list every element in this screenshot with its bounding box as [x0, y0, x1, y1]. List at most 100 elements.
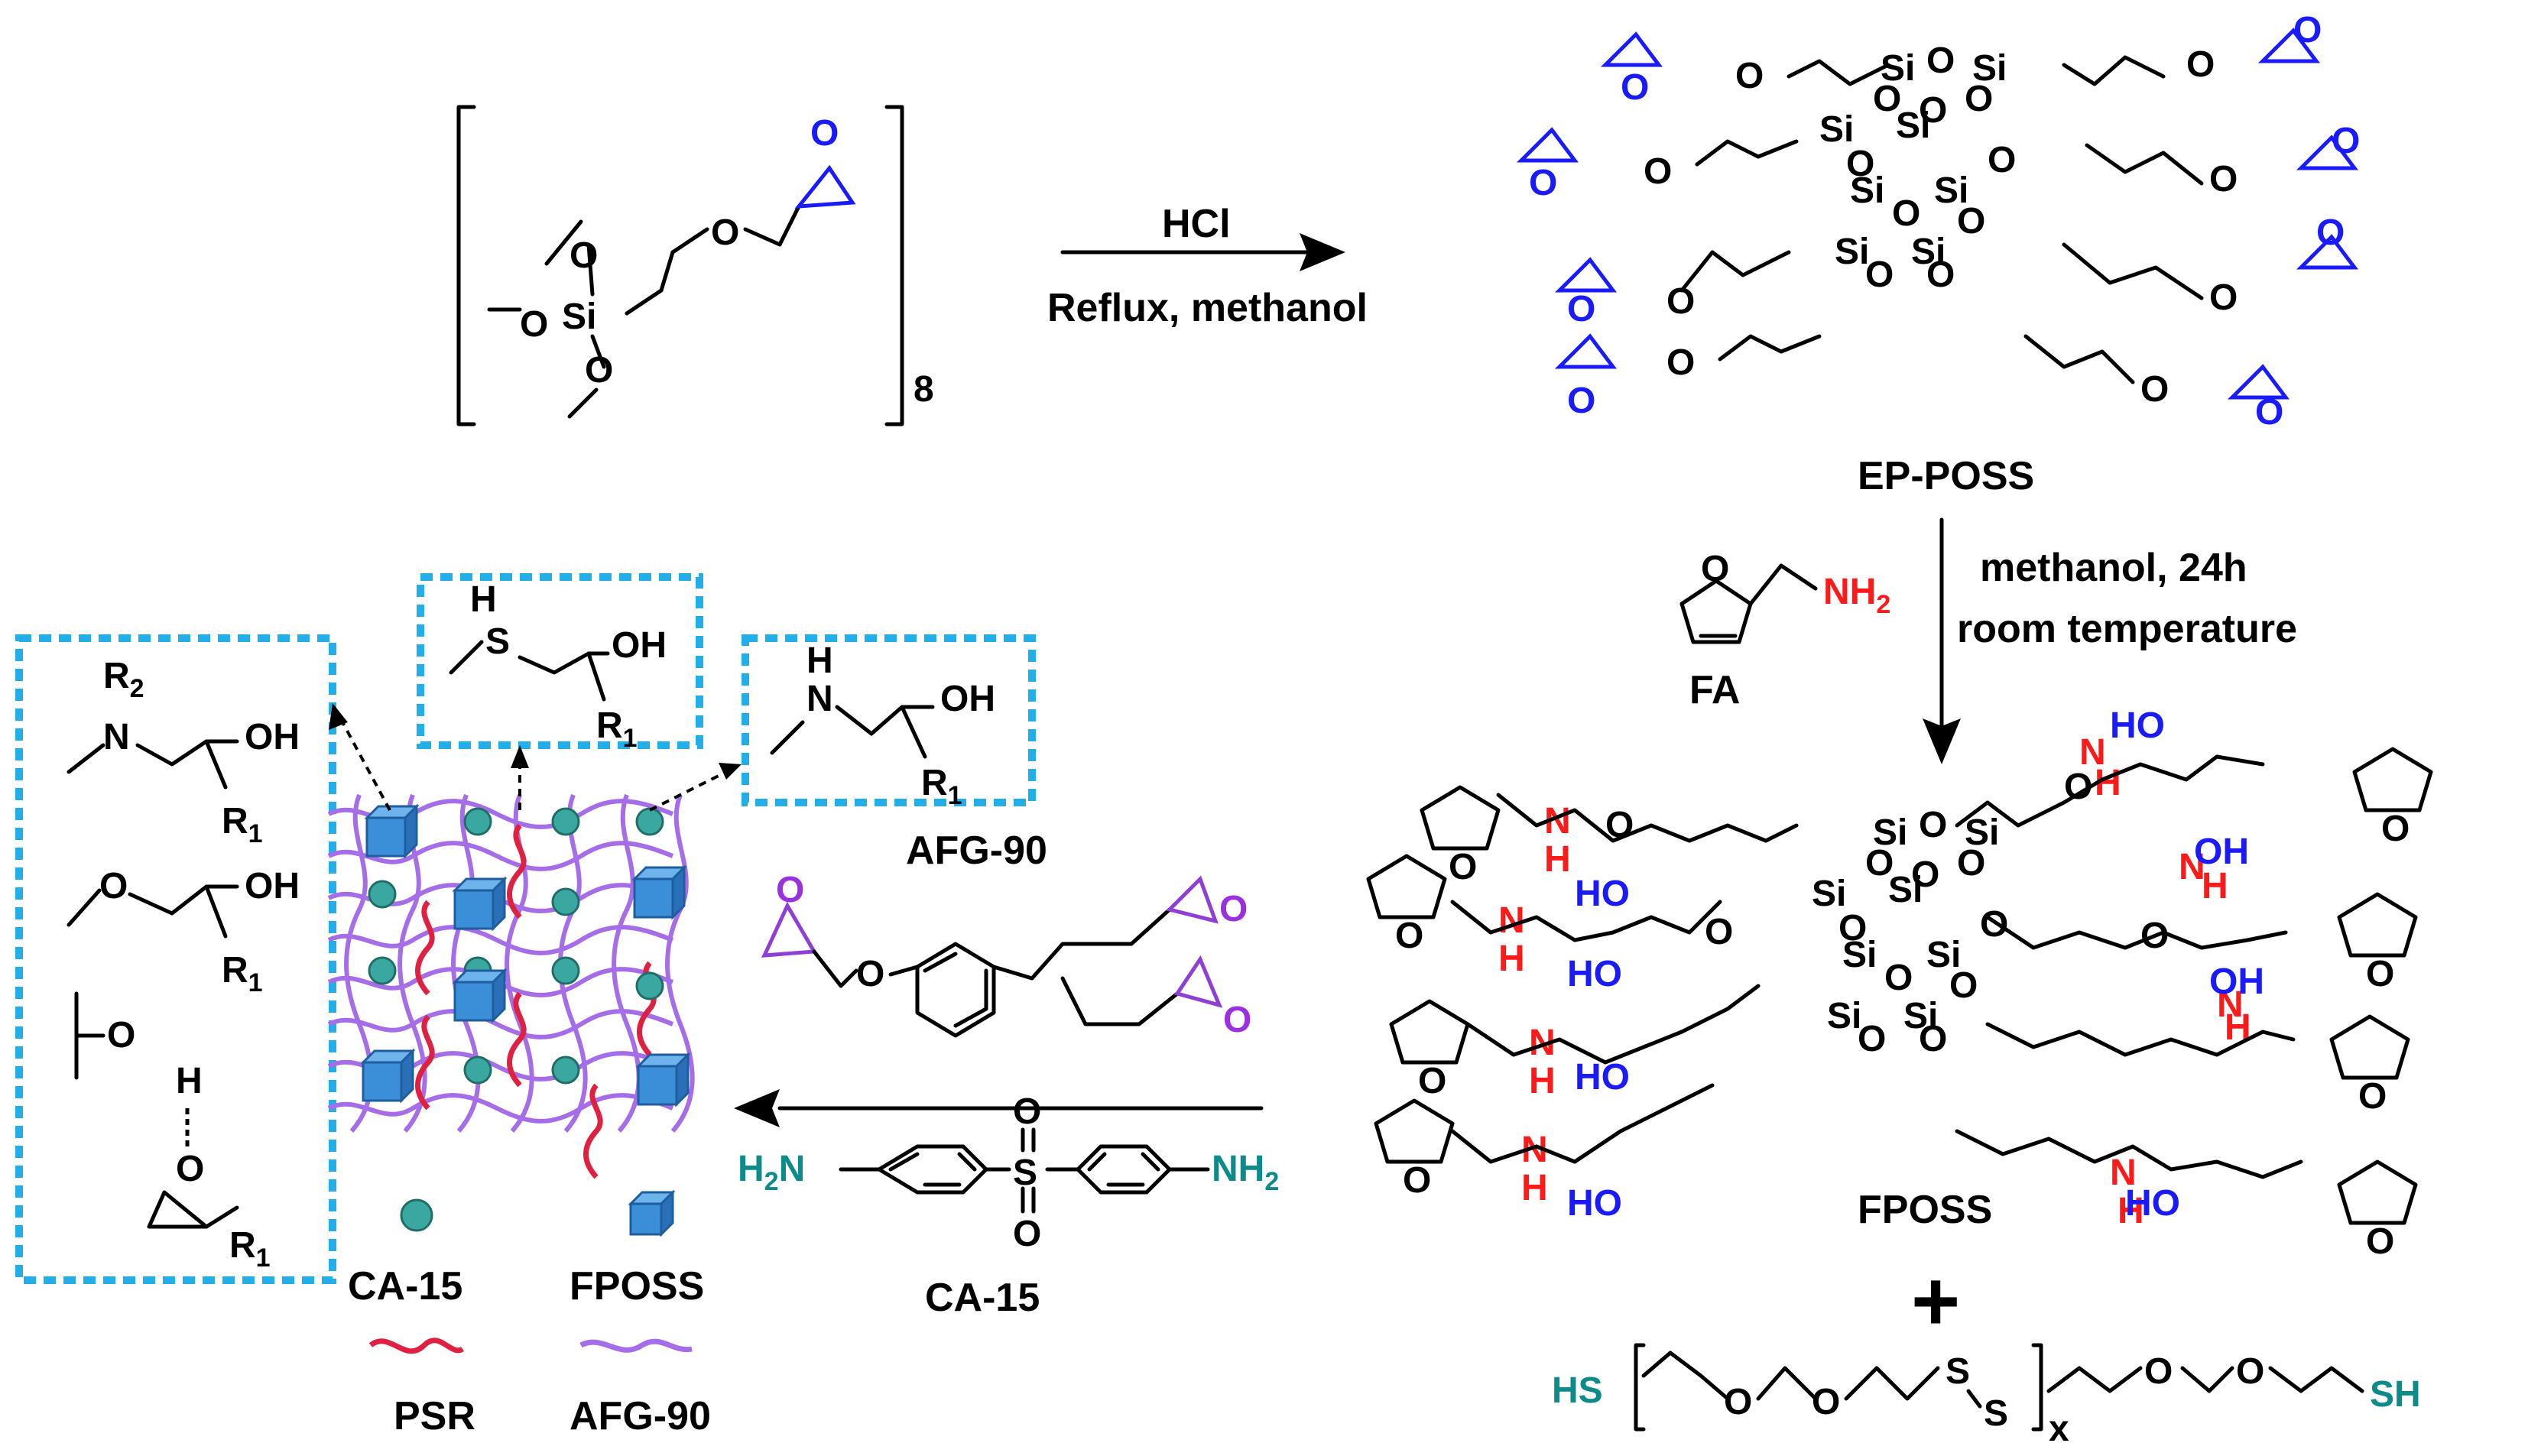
- ep-arm-epoxide-6: [1554, 333, 1617, 369]
- step1-conditions: Reflux, methanol: [1047, 286, 1368, 330]
- psr-sh: SH: [2370, 1374, 2421, 1415]
- cage-si-2: Si: [1819, 109, 1854, 150]
- ep-arm-epoxide-o-6: O: [1567, 381, 1595, 421]
- network-ca15-sphere-10: [463, 1056, 492, 1085]
- network-afg90-h-chain-1: [327, 841, 674, 871]
- psr-s2: S: [1984, 1393, 2008, 1434]
- fposs-furan-o-7: O: [2366, 1221, 2394, 1262]
- psr-o2: O: [1812, 1382, 1840, 1422]
- step1-arrow: HCl Reflux, methanol: [1047, 202, 1368, 330]
- monomer-o-epoxide: O: [810, 113, 839, 154]
- network-afg90-h-chain-5: [327, 1009, 674, 1039]
- fa-ring-o: O: [1701, 549, 1729, 589]
- fposs-n-4: N: [2079, 732, 2106, 773]
- ep-arm-chain-0: [1786, 59, 1890, 86]
- fposs-hydroxyl-4: HO: [2110, 705, 2165, 746]
- panel-oh2: OH: [245, 866, 300, 906]
- plus-sign: +: [1911, 1254, 1960, 1348]
- fposs-furan-o-2: O: [1418, 1061, 1446, 1101]
- cage-o-7: O: [1957, 201, 1985, 242]
- network-fposs-cube-0: [364, 803, 420, 859]
- ep-arm-o-0: O: [1735, 56, 1764, 96]
- cage-o-1: O: [1911, 854, 1939, 895]
- psr-s1: S: [1946, 1351, 1970, 1392]
- fposs-label: FPOSS: [1858, 1188, 1992, 1232]
- ca15-o1: O: [1013, 1091, 1041, 1132]
- legend-afg90-chain-icon: [579, 1338, 693, 1353]
- fposs-h-1: H: [1498, 939, 1525, 979]
- step1-reagent: HCl: [1162, 202, 1231, 246]
- ep-arm-o-6: O: [1666, 342, 1695, 383]
- fposs-furan-o-4: O: [2381, 809, 2410, 849]
- fposs-furan-ring-7: [2337, 1159, 2418, 1225]
- panel-hb-o: O: [107, 1015, 135, 1056]
- ep-arm-o-3: O: [2209, 159, 2238, 199]
- pointer-arrows: [335, 710, 735, 812]
- cage-si-6: Si: [1827, 996, 1861, 1036]
- ca15-s: S: [1013, 1153, 1037, 1193]
- cage-o-4: O: [1846, 144, 1874, 184]
- psr-structure: HS O O S S x O O SH: [1552, 1343, 2421, 1449]
- cage-si-1: Si: [1965, 812, 1999, 853]
- fposs-chain-o-0: O: [1605, 805, 1634, 845]
- cage-si-7: Si: [1903, 996, 1938, 1036]
- fposs-arm-chain-1: [1450, 900, 1722, 942]
- legend-psr-chain-icon: [368, 1338, 464, 1354]
- ep-arm-epoxide-0: [1600, 31, 1663, 67]
- fposs-arm-chain-7: [1955, 1129, 2303, 1179]
- cage-o-8: O: [1865, 255, 1894, 295]
- monomer-o1: O: [570, 235, 598, 276]
- ep-arm-epoxide-o-5: O: [1567, 289, 1595, 329]
- cage-o-2: O: [1865, 843, 1894, 884]
- fposs-furan-ring-2: [1389, 999, 1470, 1065]
- fposs-furan-ring-3: [1374, 1098, 1455, 1164]
- afg90-structure: O O O O: [761, 870, 1251, 1040]
- cage-si-1: Si: [1972, 48, 2007, 89]
- network-ca15-sphere-3: [368, 880, 397, 909]
- bond-types-structures: R2 N OH R1 O OH R1 O H O R1: [67, 656, 300, 1273]
- fposs-h-3: H: [1521, 1168, 1548, 1208]
- fposs-furan-o-1: O: [1395, 916, 1423, 956]
- network-ca15-sphere-8: [551, 956, 580, 985]
- network-psr-chain-0: [415, 900, 435, 996]
- fposs-hydroxyl-0: HO: [1575, 874, 1630, 914]
- network-fposs-cube-3: [452, 968, 508, 1023]
- thioether-bond-box: [417, 573, 703, 749]
- monomer-o2: O: [520, 304, 548, 345]
- ep-arm-epoxide-7: [2227, 364, 2289, 400]
- panel-ether-o: O: [99, 866, 128, 906]
- fposs-h-7: H: [2118, 1191, 2144, 1231]
- ep-poss-label: EP-POSS: [1858, 454, 2034, 498]
- fposs-furan-o-6: O: [2358, 1076, 2387, 1117]
- network-fposs-cube-4: [360, 1048, 416, 1104]
- panel-n: N: [103, 717, 130, 757]
- ep-arm-chain-6: [1718, 334, 1822, 362]
- cage-si-4: Si: [1842, 935, 1877, 975]
- afg90-epox-o2: O: [1219, 889, 1248, 929]
- thio-box-h: H: [470, 579, 497, 620]
- fposs-furan-o-3: O: [1403, 1160, 1431, 1201]
- fposs-furan-o-5: O: [2366, 954, 2394, 994]
- ep-arm-epoxide-2: [1516, 127, 1579, 163]
- legend-psr-label: PSR: [394, 1394, 475, 1438]
- ep-arm-chain-2: [1695, 139, 1799, 167]
- ep-arm-o-7: O: [2140, 369, 2169, 410]
- network-ca15-sphere-6: [368, 956, 397, 985]
- ca15-label: CA-15: [925, 1276, 1040, 1320]
- ep-arm-chain-4: [2062, 242, 2204, 300]
- cage-si-3: Si: [1896, 105, 1930, 146]
- cage-o-2: O: [1873, 79, 1901, 119]
- legend-ca15-sphere-icon: [400, 1198, 433, 1232]
- fposs-furan-ring-4: [2352, 747, 2433, 812]
- cage-o-5: O: [1980, 904, 2008, 945]
- panel-r1a: R1: [222, 801, 263, 848]
- cage-o-9: O: [1919, 1019, 1947, 1059]
- network-ca15-sphere-11: [551, 1056, 580, 1085]
- fposs-hydroxyl-1: HO: [1567, 954, 1622, 994]
- thio-box-r1: R1: [596, 705, 638, 753]
- fposs-hydroxyl-6: OH: [2209, 961, 2264, 1002]
- cage-si-0: Si: [1881, 48, 1915, 89]
